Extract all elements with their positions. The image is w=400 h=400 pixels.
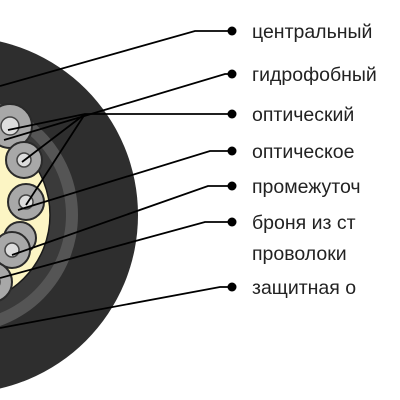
- label-armor-line1: броня из ст: [252, 212, 356, 234]
- label-armor-line2: проволоки: [252, 243, 347, 265]
- optical-fiber: [0, 116, 20, 136]
- leader-dot-protective: [227, 282, 237, 292]
- leader-dot-hydrophobic: [227, 69, 237, 79]
- label-protective: защитная о: [252, 277, 356, 299]
- label-central: центральный: [252, 21, 372, 43]
- leader-line-optical-module-3: [25, 113, 86, 206]
- leader-line-optical-fiber: [17, 150, 232, 211]
- leader-dot-optical-fiber: [227, 146, 237, 156]
- label-optical-fiber: оптическое: [252, 141, 354, 163]
- label-intermediate: промежуточ: [252, 176, 361, 198]
- leader-line-intermediate: [11, 185, 232, 256]
- label-hydrophobic: гидрофобный: [252, 64, 377, 86]
- label-optical-module: оптический: [252, 104, 354, 126]
- optical-module: [0, 262, 13, 302]
- labels: центральный гидрофобный оптический оптич…: [252, 21, 377, 299]
- leader-line-optical-module-2: [21, 113, 86, 163]
- leader-dot-central: [227, 26, 237, 36]
- leader-dot-optical-module: [227, 109, 237, 119]
- cable-cross-section: [0, 41, 138, 389]
- leader-dot-intermediate: [227, 181, 237, 191]
- leader-line-central: [0, 30, 232, 87]
- leader-line-dots: [227, 26, 237, 292]
- leader-line-armor: [0, 221, 232, 279]
- leader-dot-armor: [227, 217, 237, 227]
